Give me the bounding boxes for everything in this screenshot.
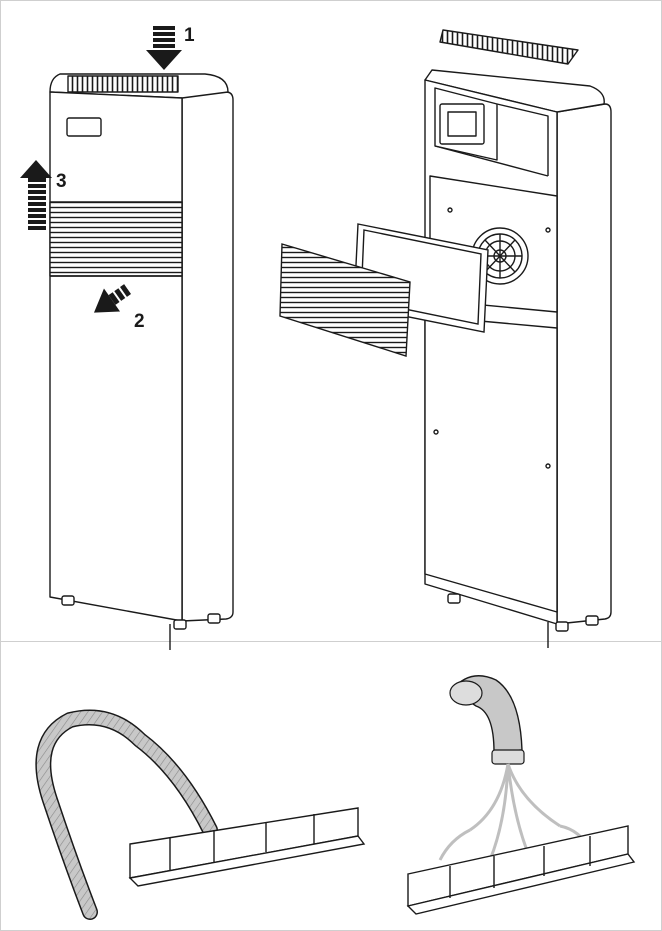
drip-tray-right <box>406 825 636 915</box>
drain-hose-scene <box>35 709 366 920</box>
arrow-up-icon <box>20 160 52 230</box>
unit-front-closed <box>49 73 234 650</box>
callout-step-1: 1 <box>184 25 195 46</box>
drip-tray-left <box>128 807 366 887</box>
airflow-arrows-left <box>20 26 182 313</box>
drain-elbow-scene <box>406 675 636 915</box>
front-grille <box>49 201 183 277</box>
callout-step-2: 2 <box>134 311 145 332</box>
top-grille-removed <box>439 29 579 65</box>
callout-step-3: 3 <box>56 171 67 192</box>
arrow-down-icon <box>146 26 182 70</box>
arrow-out-icon <box>93 284 132 313</box>
unit-back-open <box>424 29 612 648</box>
section-divider <box>1 641 661 642</box>
water-spray <box>438 763 592 861</box>
rear-grille-removed <box>279 243 411 357</box>
display-window <box>66 117 102 137</box>
